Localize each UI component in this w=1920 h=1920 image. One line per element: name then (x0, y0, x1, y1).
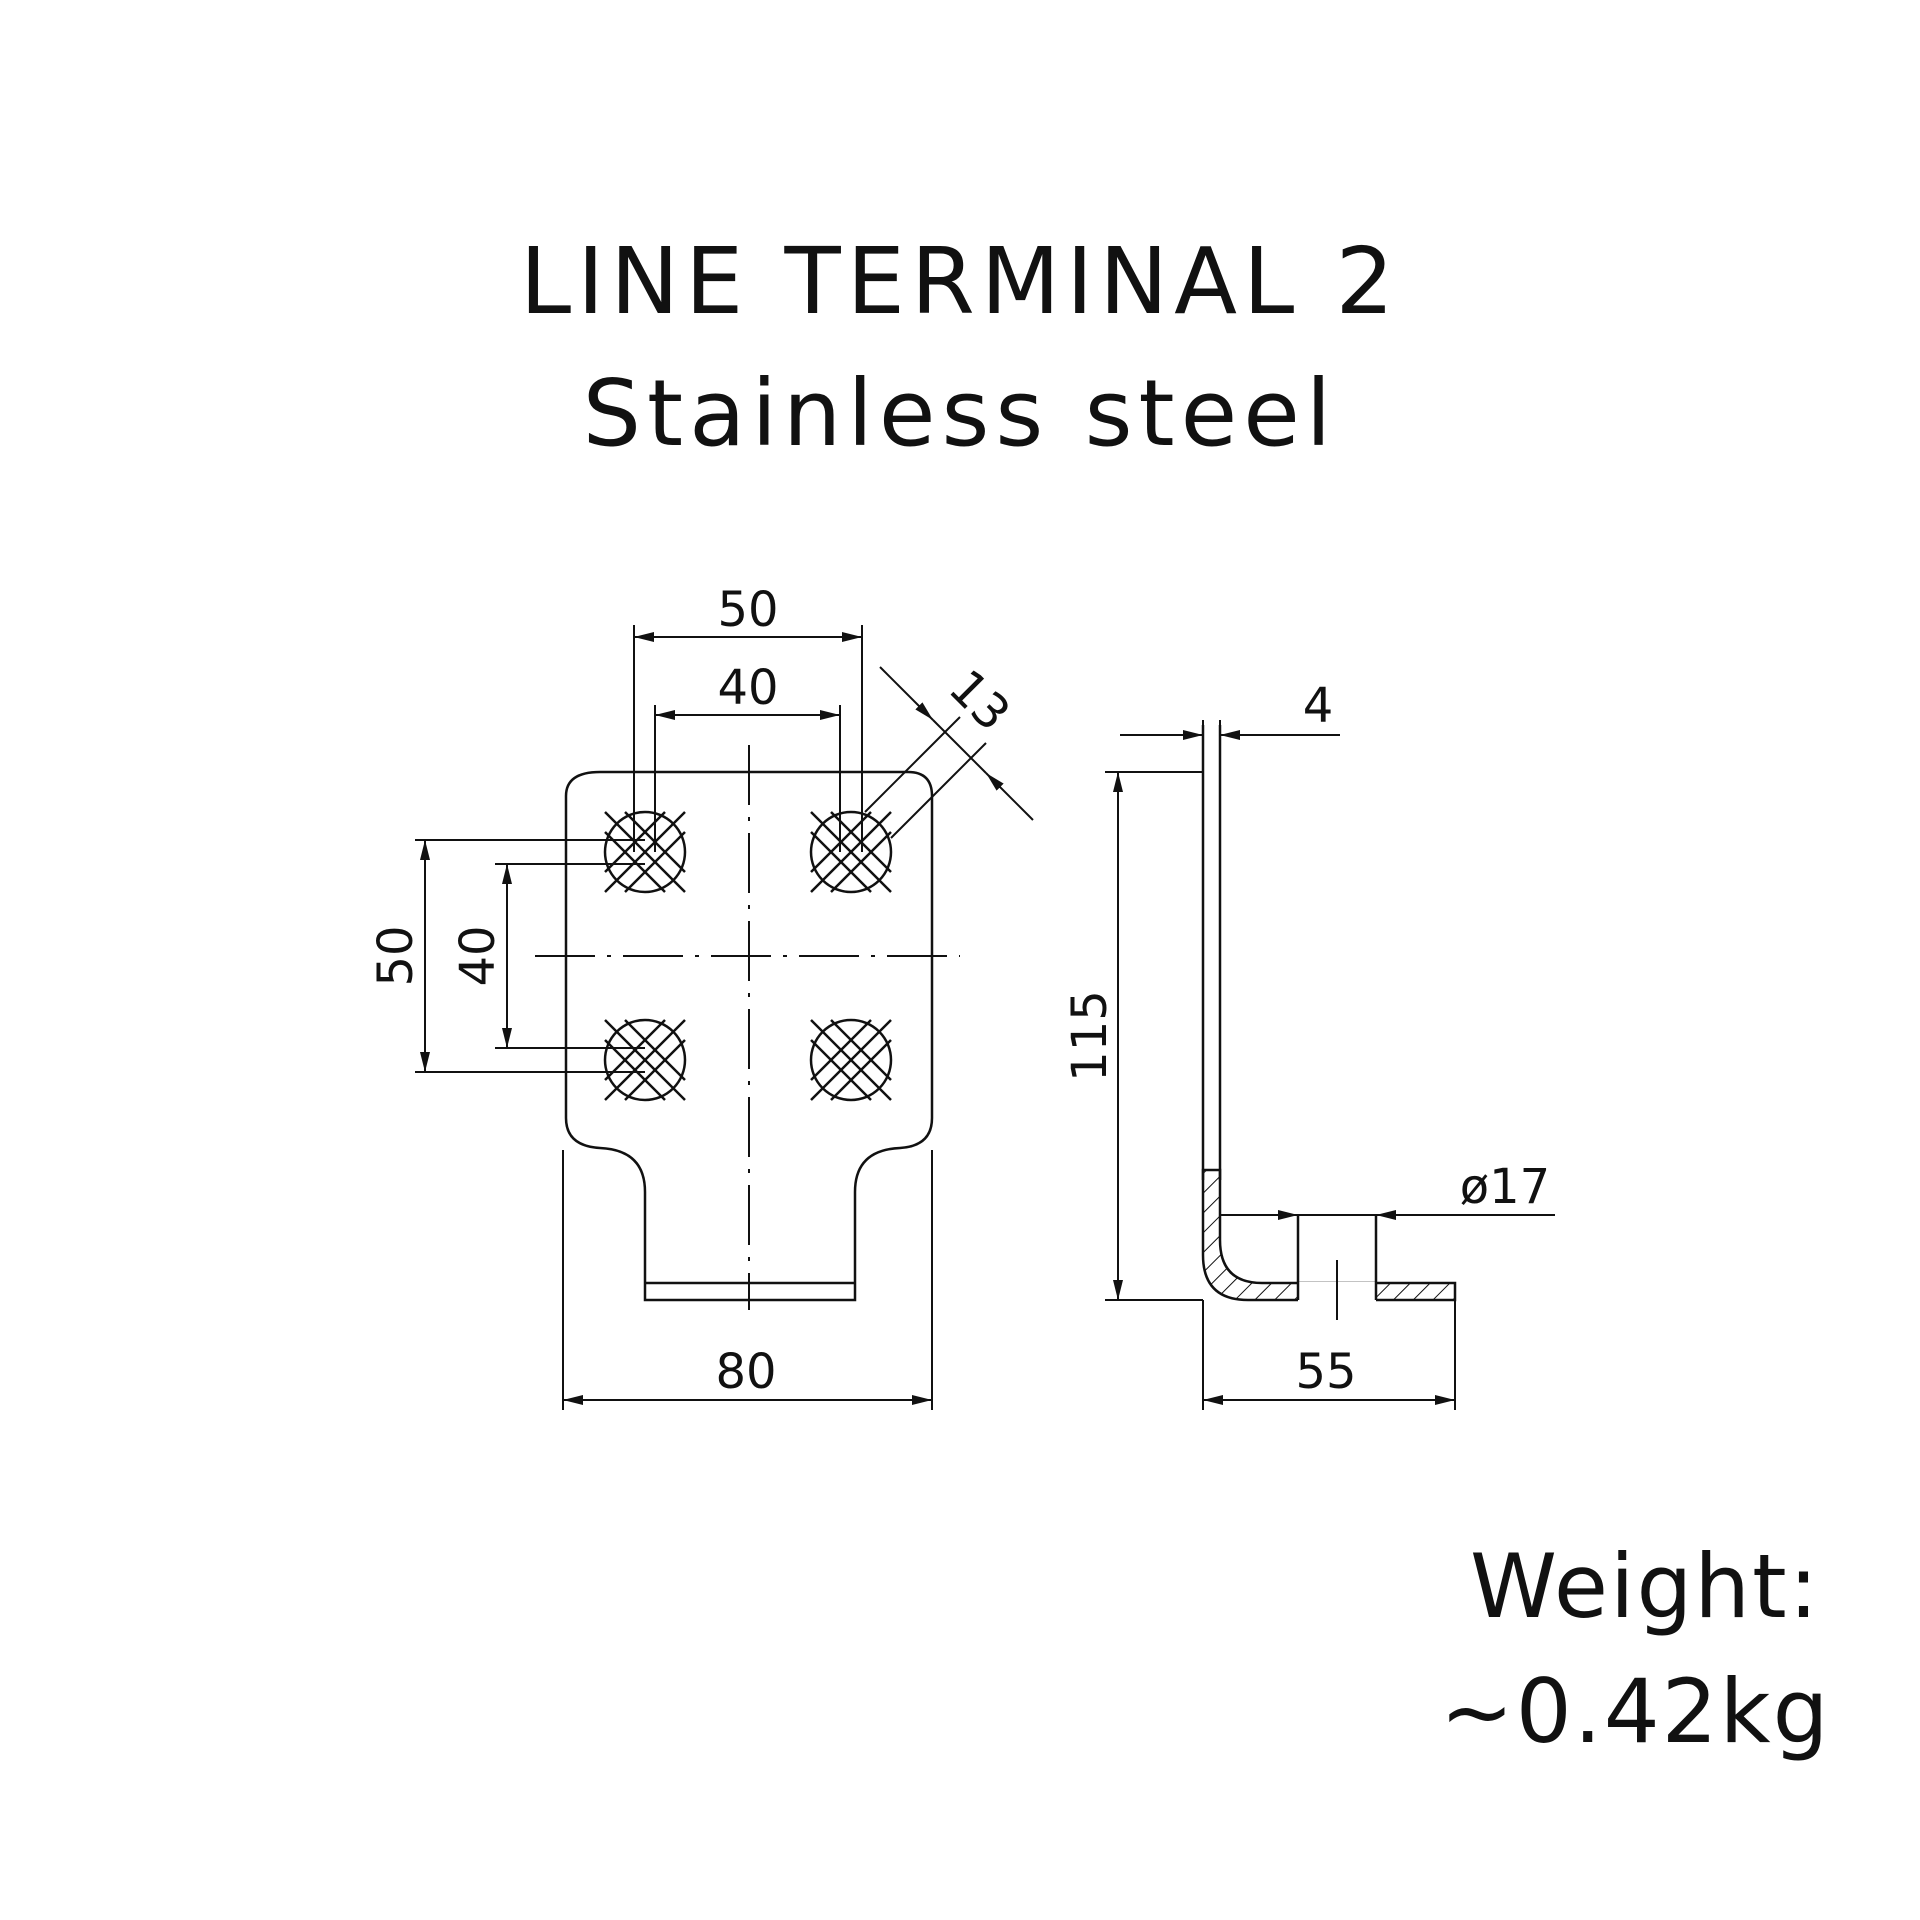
dim-label-80: 80 (715, 1344, 776, 1400)
weight-value: ~0.42kg (1440, 1660, 1831, 1763)
hole-bottom-right (809, 1018, 893, 1102)
dim-vertical-50 (415, 839, 645, 1073)
plate-outline (564, 770, 934, 1302)
dim-foot-55 (1202, 1300, 1456, 1410)
hole-top-right (809, 810, 893, 894)
dim-label-v50: 50 (368, 925, 424, 986)
hole-top-left (603, 810, 687, 894)
dim-height-115 (1105, 771, 1203, 1301)
section-hatch (1201, 1168, 1457, 1302)
drawing-title: LINE TERMINAL 2 (519, 228, 1401, 335)
front-view (415, 625, 1034, 1410)
dim-label-13: 13 (938, 659, 1021, 742)
dim-horizontal-50 (633, 625, 863, 852)
dim-label-55: 55 (1295, 1344, 1356, 1400)
dim-vertical-40 (495, 863, 645, 1049)
dim-diagonal-13 (864, 666, 1034, 839)
dim-thickness-4 (1120, 720, 1340, 780)
dim-label-h50: 50 (717, 582, 778, 638)
dim-label-diameter-17: ø17 (1460, 1159, 1550, 1215)
hole-bottom-left (603, 1018, 687, 1102)
dim-overall-width-80 (562, 1150, 933, 1410)
dim-label-115: 115 (1062, 990, 1118, 1082)
dim-label-v40: 40 (450, 925, 506, 986)
side-view (1105, 720, 1555, 1410)
dim-horizontal-40 (654, 705, 841, 852)
weight-label: Weight: (1470, 1535, 1821, 1638)
dim-label-4: 4 (1303, 678, 1334, 734)
material-subtitle: Stainless steel (582, 360, 1338, 467)
dim-label-h40: 40 (717, 660, 778, 716)
